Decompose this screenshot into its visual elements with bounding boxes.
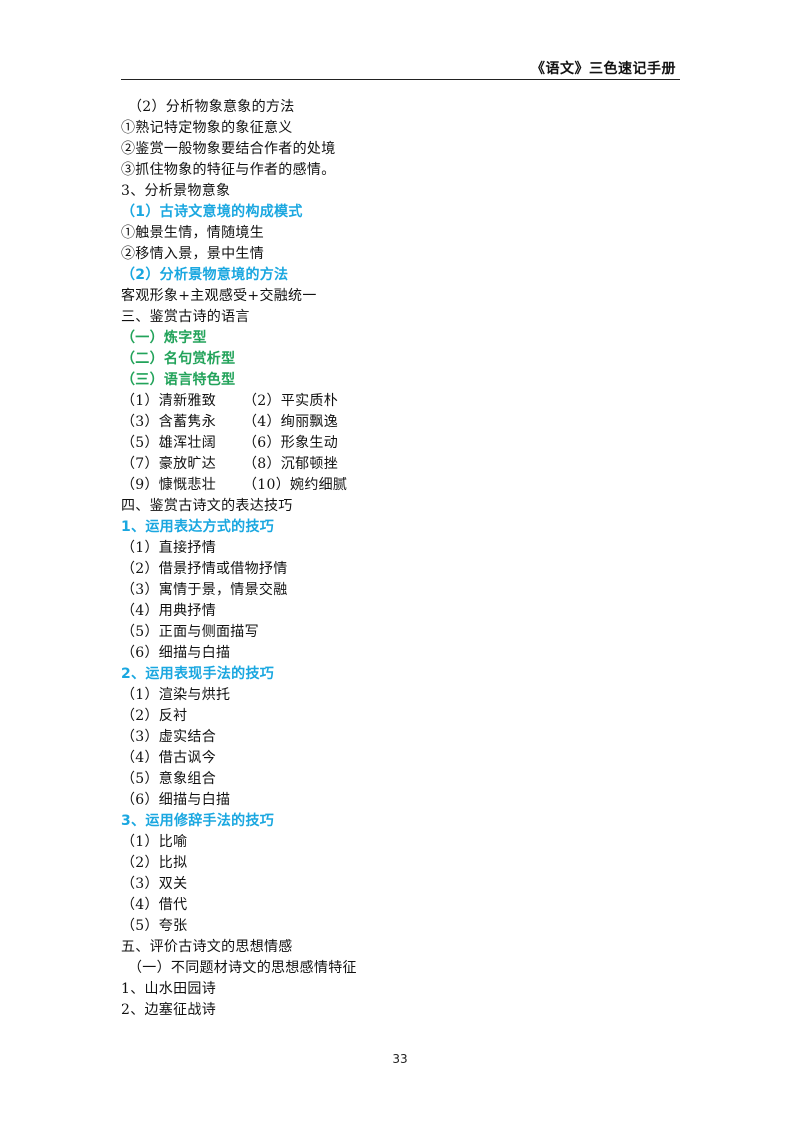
highlight-heading: （三）语言特色型 bbox=[121, 372, 236, 388]
list-item: ①触景生情，情随境生 bbox=[121, 225, 264, 241]
list-item: （3）虚实结合 bbox=[121, 729, 217, 745]
highlight-heading: 3、运用修辞手法的技巧 bbox=[121, 813, 275, 829]
subheading: 3、分析景物意象 bbox=[121, 183, 231, 199]
list-item: （5）正面与侧面描写 bbox=[121, 624, 259, 640]
highlight-heading: 1、运用表达方式的技巧 bbox=[121, 519, 275, 535]
style-pair-row: （3）含蓄隽永 （4）绚丽飘逸 bbox=[121, 412, 681, 433]
list-item: （4）借代 bbox=[121, 897, 188, 913]
list-item: （2）比拟 bbox=[121, 855, 188, 871]
list-item: （4）绚丽飘逸 bbox=[243, 414, 339, 430]
list-item: （2）借景抒情或借物抒情 bbox=[121, 561, 288, 577]
list-item: （6）形象生动 bbox=[243, 435, 339, 451]
section-heading: 四、鉴赏古诗文的表达技巧 bbox=[121, 498, 293, 514]
section-heading: 三、鉴赏古诗的语言 bbox=[121, 309, 250, 325]
list-item: （6）细描与白描 bbox=[121, 645, 231, 661]
list-item: ③抓住物象的特征与作者的感情。 bbox=[121, 162, 336, 178]
highlight-heading: （2）分析景物意境的方法 bbox=[121, 267, 289, 283]
list-item: 客观形象+主观感受+交融统一 bbox=[121, 288, 317, 304]
list-item: （2）平实质朴 bbox=[243, 393, 339, 409]
section-heading: 五、评价古诗文的思想情感 bbox=[121, 939, 293, 955]
list-item: 2、边塞征战诗 bbox=[121, 1002, 217, 1018]
list-item: （2）反衬 bbox=[121, 708, 188, 724]
list-item: （10）婉约细腻 bbox=[243, 477, 348, 493]
page-number: 33 bbox=[392, 1052, 408, 1066]
highlight-heading: （二）名句赏析型 bbox=[121, 351, 236, 367]
highlight-heading: （1）古诗文意境的构成模式 bbox=[121, 204, 303, 220]
list-item: （5）雄浑壮阔 bbox=[121, 435, 217, 451]
header-divider bbox=[121, 79, 680, 80]
list-item: （4）用典抒情 bbox=[121, 603, 217, 619]
list-item: （5）夸张 bbox=[121, 918, 188, 934]
subheading: （2）分析物象意象的方法 bbox=[128, 99, 295, 115]
list-item: （3）双关 bbox=[121, 876, 188, 892]
list-item: （3）寓情于景，情景交融 bbox=[121, 582, 288, 598]
page-header-title: 《语文》三色速记手册 bbox=[531, 61, 676, 77]
list-item: （3）含蓄隽永 bbox=[121, 414, 217, 430]
list-item: （1）渲染与烘托 bbox=[121, 687, 231, 703]
list-item: ①熟记特定物象的象征意义 bbox=[121, 120, 293, 136]
style-pair-row: （7）豪放旷达 （8）沉郁顿挫 bbox=[121, 454, 681, 475]
list-item: （9）慷慨悲壮 bbox=[121, 477, 217, 493]
highlight-heading: 2、运用表现手法的技巧 bbox=[121, 666, 275, 682]
style-pair-row: （5）雄浑壮阔 （6）形象生动 bbox=[121, 433, 681, 454]
list-item: （5）意象组合 bbox=[121, 771, 217, 787]
list-item: （4）借古讽今 bbox=[121, 750, 217, 766]
list-item: （6）细描与白描 bbox=[121, 792, 231, 808]
highlight-heading: （一）炼字型 bbox=[121, 330, 207, 346]
list-item: （1）直接抒情 bbox=[121, 540, 217, 556]
list-item: （1）比喻 bbox=[121, 834, 188, 850]
list-item: （7）豪放旷达 bbox=[121, 456, 217, 472]
list-item: （8）沉郁顿挫 bbox=[243, 456, 339, 472]
list-item: 1、山水田园诗 bbox=[121, 981, 217, 997]
style-pair-row: （9）慷慨悲壮 （10）婉约细腻 bbox=[121, 475, 681, 496]
list-item: （1）清新雅致 bbox=[121, 393, 217, 409]
list-item: ②移情入景，景中生情 bbox=[121, 246, 264, 262]
subheading: （一）不同题材诗文的思想感情特征 bbox=[128, 960, 357, 976]
list-item: ②鉴赏一般物象要结合作者的处境 bbox=[121, 141, 336, 157]
page-content: （2）分析物象意象的方法 ①熟记特定物象的象征意义 ②鉴赏一般物象要结合作者的处… bbox=[121, 97, 681, 1021]
style-pair-row: （1）清新雅致 （2）平实质朴 bbox=[121, 391, 681, 412]
